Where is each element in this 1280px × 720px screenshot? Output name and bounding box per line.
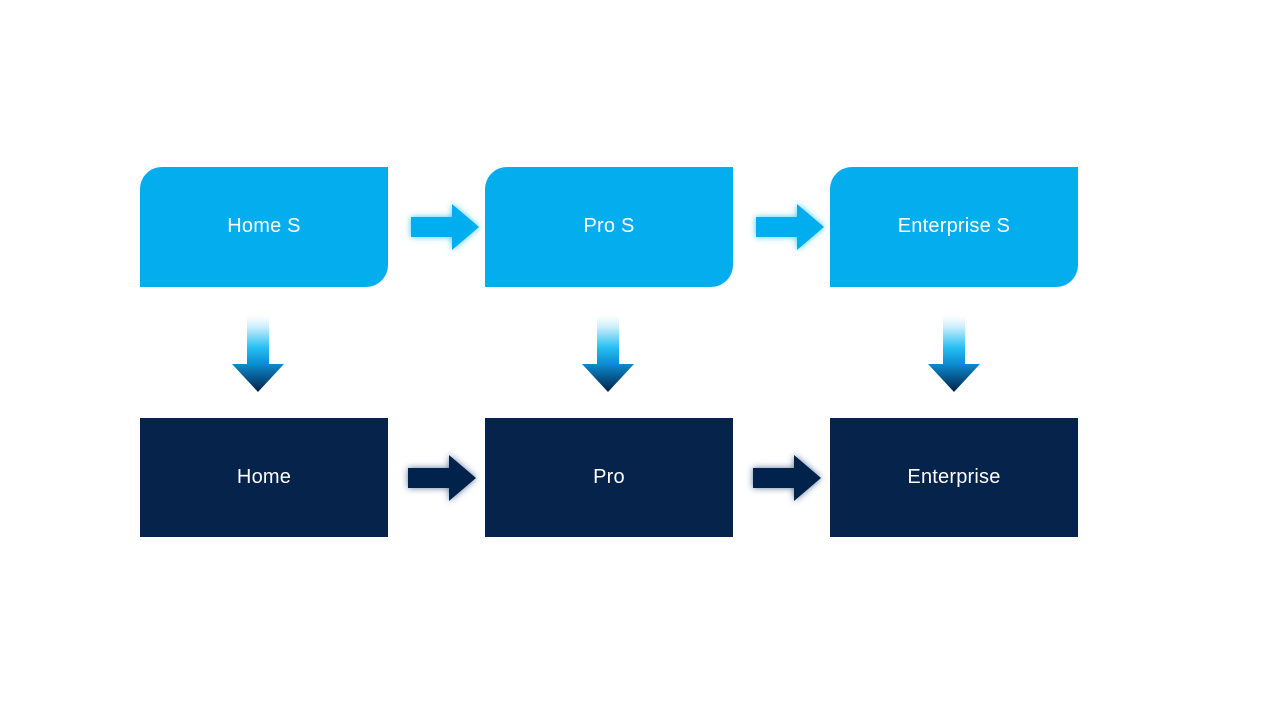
node-home-s-label: Home S <box>227 215 301 237</box>
connector-pro-s-to-enterprise-s <box>756 204 824 250</box>
node-pro-s-label: Pro S <box>583 215 635 237</box>
right-arrow-icon <box>753 455 821 501</box>
down-arrow-icon <box>232 316 284 392</box>
node-enterprise[interactable]: Enterprise <box>830 418 1078 537</box>
down-arrow-icon <box>582 316 634 392</box>
right-arrow-icon <box>411 204 479 250</box>
node-pro-s[interactable]: Pro S <box>485 167 733 287</box>
right-arrow-icon <box>408 455 476 501</box>
connector-pro-to-enterprise <box>753 455 821 501</box>
node-enterprise-s[interactable]: Enterprise S <box>830 167 1078 287</box>
node-enterprise-s-label: Enterprise S <box>897 215 1011 237</box>
connector-home-s-to-home <box>232 316 284 392</box>
node-home[interactable]: Home <box>140 418 388 537</box>
down-arrow-icon <box>928 316 980 392</box>
node-home-s[interactable]: Home S <box>140 167 388 287</box>
node-pro[interactable]: Pro <box>485 418 733 537</box>
connector-home-to-pro <box>408 455 476 501</box>
node-pro-label: Pro <box>593 465 625 488</box>
connector-home-s-to-pro-s <box>411 204 479 250</box>
node-enterprise-label: Enterprise <box>907 465 1001 488</box>
connector-pro-s-to-pro <box>582 316 634 392</box>
node-home-label: Home <box>236 465 292 488</box>
right-arrow-icon <box>756 204 824 250</box>
connector-enterprise-s-to-enterprise <box>928 316 980 392</box>
